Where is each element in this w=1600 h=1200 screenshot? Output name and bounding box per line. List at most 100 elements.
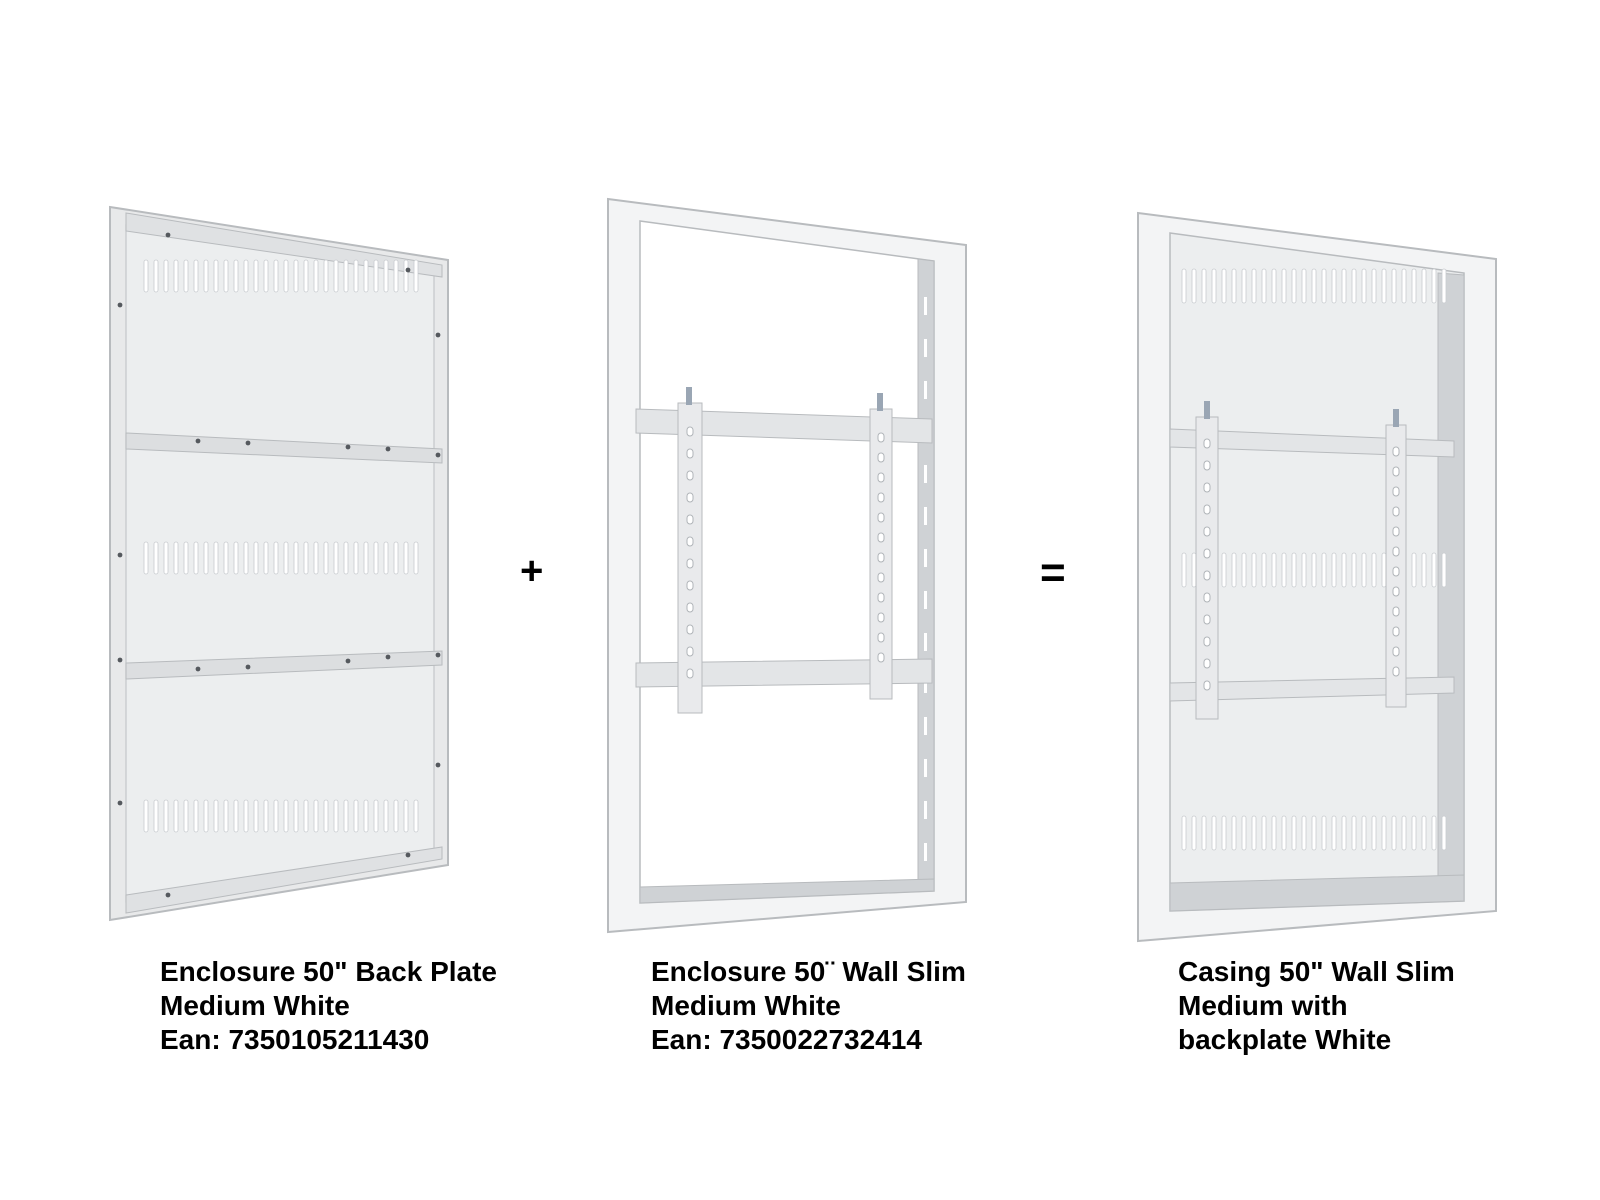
bracket-hole: [1203, 614, 1211, 625]
vent-slot: [143, 541, 149, 575]
vent-slot: [1331, 815, 1337, 851]
vent-slot: [373, 799, 379, 833]
vent-slot: [1341, 815, 1347, 851]
vent-slot: [373, 541, 379, 575]
vent-slot: [153, 259, 159, 293]
bolt-left: [686, 387, 692, 405]
vent-slot: [1311, 815, 1317, 851]
vent-slot: [1291, 268, 1297, 304]
vent-row-middle: [143, 541, 419, 575]
vent-slot: [1401, 268, 1407, 304]
vent-slot: [1411, 552, 1417, 588]
bracket-hole: [1203, 658, 1211, 669]
vent-slot: [1271, 552, 1277, 588]
vent-slot: [333, 259, 339, 293]
vent-slot: [1251, 815, 1257, 851]
vent-slot: [353, 799, 359, 833]
vent-slot: [1271, 268, 1277, 304]
vent-slot: [1351, 552, 1357, 588]
screw-hole: [405, 852, 411, 858]
vent-slot: [1361, 268, 1367, 304]
back-plate-caption: Enclosure 50" Back Plate Medium White Ea…: [160, 955, 497, 1057]
bracket-hole: [1392, 646, 1400, 657]
bracket-hole: [686, 470, 694, 481]
vent-slot: [1281, 268, 1287, 304]
vent-slot: [263, 259, 269, 293]
vent-slot: [1301, 815, 1307, 851]
vent-slot: [1221, 815, 1227, 851]
vent-slot: [1271, 815, 1277, 851]
bracket-hole: [1392, 626, 1400, 637]
casing-image: [1137, 211, 1497, 943]
bracket-hole: [1392, 506, 1400, 517]
screw-hole: [435, 762, 441, 768]
vent-slot: [1321, 268, 1327, 304]
vent-slot: [203, 799, 209, 833]
bracket-holes: [686, 426, 885, 679]
vent-slot: [1261, 552, 1267, 588]
vent-slot: [363, 259, 369, 293]
bracket-hole: [1203, 592, 1211, 603]
bracket-hole: [877, 572, 885, 583]
bracket-hole: [686, 624, 694, 635]
vent-slot: [1381, 268, 1387, 304]
vent-slot: [1361, 815, 1367, 851]
side-slot: [924, 717, 927, 735]
plus-operator: +: [520, 549, 544, 593]
vent-slot: [333, 799, 339, 833]
bracket-hole: [1203, 460, 1211, 471]
bracket-hole: [1392, 546, 1400, 557]
vent-slot: [193, 259, 199, 293]
casing-bolt-right: [1393, 409, 1399, 427]
bracket-hole: [877, 472, 885, 483]
back-plate-image: [109, 205, 449, 922]
back-plate-screws: [117, 232, 441, 898]
frame-bottom-wall: [639, 878, 935, 904]
screw-hole: [117, 657, 123, 663]
vent-slot: [153, 799, 159, 833]
vent-slot: [313, 541, 319, 575]
bracket-hole: [877, 532, 885, 543]
bracket-hole: [686, 602, 694, 613]
vent-slot: [323, 799, 329, 833]
vent-slot: [1381, 815, 1387, 851]
casing-bottom-wall: [1169, 874, 1465, 912]
vent-slot: [1321, 552, 1327, 588]
bracket-hole: [1203, 526, 1211, 537]
vent-slot: [1291, 552, 1297, 588]
vent-slot: [1371, 268, 1377, 304]
vent-slot: [393, 799, 399, 833]
vent-slot: [1281, 552, 1287, 588]
vent-slot: [383, 541, 389, 575]
vent-slot: [203, 541, 209, 575]
vent-slot: [1231, 552, 1237, 588]
vent-slot: [193, 541, 199, 575]
vent-row-top: [143, 259, 419, 293]
vent-slot: [1261, 815, 1267, 851]
vent-slot: [1201, 815, 1207, 851]
casing-title: Casing 50" Wall Slim: [1178, 956, 1455, 987]
screw-hole: [345, 658, 351, 664]
bracket-hole: [877, 632, 885, 643]
vent-slot: [283, 259, 289, 293]
vent-slot: [403, 799, 409, 833]
vent-slot: [233, 541, 239, 575]
vent-slot: [173, 259, 179, 293]
vent-slot: [1431, 552, 1437, 588]
vent-slot: [403, 541, 409, 575]
vent-slot: [263, 541, 269, 575]
vent-slot: [253, 259, 259, 293]
side-slot: [924, 465, 927, 483]
vent-slot: [1381, 552, 1387, 588]
screw-hole: [117, 552, 123, 558]
vent-slot: [1241, 268, 1247, 304]
vent-slot: [343, 541, 349, 575]
side-slot: [924, 381, 927, 399]
vent-slot: [383, 799, 389, 833]
vent-slot: [1421, 268, 1427, 304]
vent-slot: [1331, 268, 1337, 304]
vent-slot: [393, 541, 399, 575]
vent-slot: [403, 259, 409, 293]
screw-hole: [245, 440, 251, 446]
bolt-right: [877, 393, 883, 411]
